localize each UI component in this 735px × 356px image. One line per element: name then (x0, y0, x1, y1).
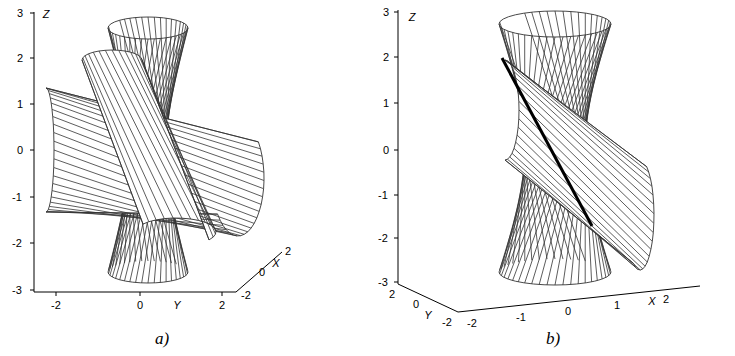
tick-label: -1 (378, 190, 388, 201)
tick-label: 1 (383, 98, 389, 109)
ruled-sheet (82, 50, 216, 240)
axes-frame (394, 10, 700, 312)
tick-label: -2 (442, 317, 452, 328)
axis-name: Y (173, 300, 180, 311)
axes-frame (30, 12, 282, 296)
ruling-line (507, 61, 648, 172)
tick-label: 0 (565, 306, 571, 317)
ruling-line (519, 119, 651, 250)
ruling-line (517, 85, 654, 214)
tick-label: 3 (383, 7, 389, 18)
rim-ellipse (499, 272, 611, 285)
ruling-line (518, 127, 649, 256)
axis-name: Z (409, 12, 416, 23)
tick-label: -3 (378, 277, 388, 288)
tick-label: -2 (467, 318, 477, 329)
tick-label: 0 (383, 145, 389, 156)
axis-name: X (272, 258, 279, 269)
ruling-line (82, 60, 143, 224)
ruling-line (518, 93, 654, 223)
ruling-line (505, 160, 633, 263)
axis-name: X (648, 296, 655, 307)
tick-label: -2 (241, 290, 251, 301)
ruling-line (512, 153, 640, 270)
tick-label: 0 (137, 300, 143, 311)
ruling-line (514, 72, 653, 195)
tick-label: 1 (17, 99, 23, 110)
tick-label: 2 (663, 294, 669, 305)
ruling-line (136, 54, 216, 231)
tick-label: 1 (614, 300, 620, 311)
ruling-line (512, 67, 652, 187)
ruling-line (141, 58, 213, 237)
rim-ellipse (108, 272, 188, 283)
panel-caption: b) (546, 330, 560, 347)
tick-label: 2 (285, 246, 291, 257)
ruling-line (119, 50, 206, 222)
ruling-line (517, 135, 647, 262)
rim-ellipse (499, 11, 611, 37)
tick-label: -2 (12, 238, 22, 249)
tick-label: 0 (413, 299, 419, 310)
ruled-sheet (505, 60, 654, 270)
tick-label: 2 (383, 52, 389, 63)
tick-label: -3 (12, 285, 22, 296)
ruling-line (83, 58, 149, 222)
tick-label: -2 (51, 300, 61, 311)
tick-label: 2 (17, 53, 23, 64)
axis-name: Z (43, 9, 50, 20)
tick-label: 0 (17, 145, 23, 156)
panel-caption: a) (155, 330, 169, 347)
tick-label: -1 (516, 312, 526, 323)
tick-label: 2 (389, 289, 395, 300)
tick-label: 2 (219, 300, 225, 311)
surface-b (499, 11, 654, 285)
axis-name: Y (424, 310, 431, 321)
tick-label: 0 (259, 267, 265, 278)
tick-label: 3 (17, 8, 23, 19)
ruling-line (502, 58, 592, 226)
ruling-line (112, 50, 199, 220)
tick-label: -2 (378, 233, 388, 244)
tick-label: -1 (12, 192, 22, 203)
surface-a (46, 17, 264, 283)
ruling-line (514, 148, 643, 269)
ruling-line (142, 60, 209, 240)
